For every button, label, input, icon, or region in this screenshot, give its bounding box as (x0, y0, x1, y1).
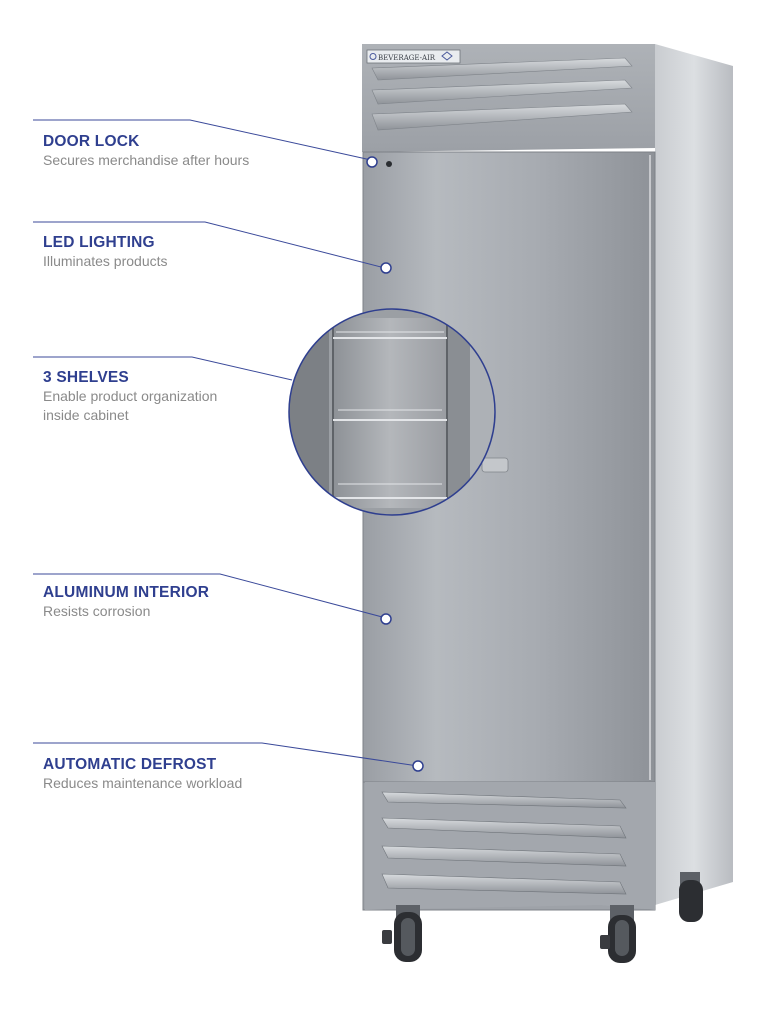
callout-automatic-defrost: AUTOMATIC DEFROST Reduces maintenance wo… (43, 755, 242, 793)
cabinet-side-panel (655, 44, 733, 905)
door-handle (481, 457, 509, 473)
callout-description: Secures merchandise after hours (43, 152, 250, 168)
callout-description: Enable product organization inside cabin… (43, 388, 218, 423)
caster-wheels (382, 872, 703, 963)
callout-description: Illuminates products (43, 253, 168, 269)
brand-logo-text: BEVERAGE-AIR (378, 54, 436, 62)
callout-title: AUTOMATIC DEFROST (43, 756, 217, 773)
grille-louvers (381, 791, 627, 895)
shelves-zoom-view (288, 308, 496, 516)
callout-shelves: 3 SHELVES Enable product organization in… (43, 368, 217, 425)
callout-title: 3 SHELVES (43, 369, 129, 386)
brand-logo: BEVERAGE-AIR (366, 49, 461, 64)
callout-title: LED LIGHTING (43, 234, 155, 251)
callout-title: ALUMINUM INTERIOR (43, 584, 210, 601)
callout-door-lock: DOOR LOCK Secures merchandise after hour… (43, 132, 249, 170)
callout-led-lighting: LED LIGHTING Illuminates products (43, 233, 168, 271)
shelf-wire-rack (333, 331, 447, 499)
door-lock-icon (386, 161, 392, 167)
callout-aluminum-interior: ALUMINUM INTERIOR Resists corrosion (43, 583, 209, 621)
leader-lines (33, 119, 419, 767)
callout-description: Resists corrosion (43, 603, 151, 619)
header-vents (371, 57, 633, 131)
callout-title: DOOR LOCK (43, 133, 140, 150)
callout-description: Reduces maintenance workload (43, 775, 243, 791)
callout-markers (366, 156, 424, 772)
